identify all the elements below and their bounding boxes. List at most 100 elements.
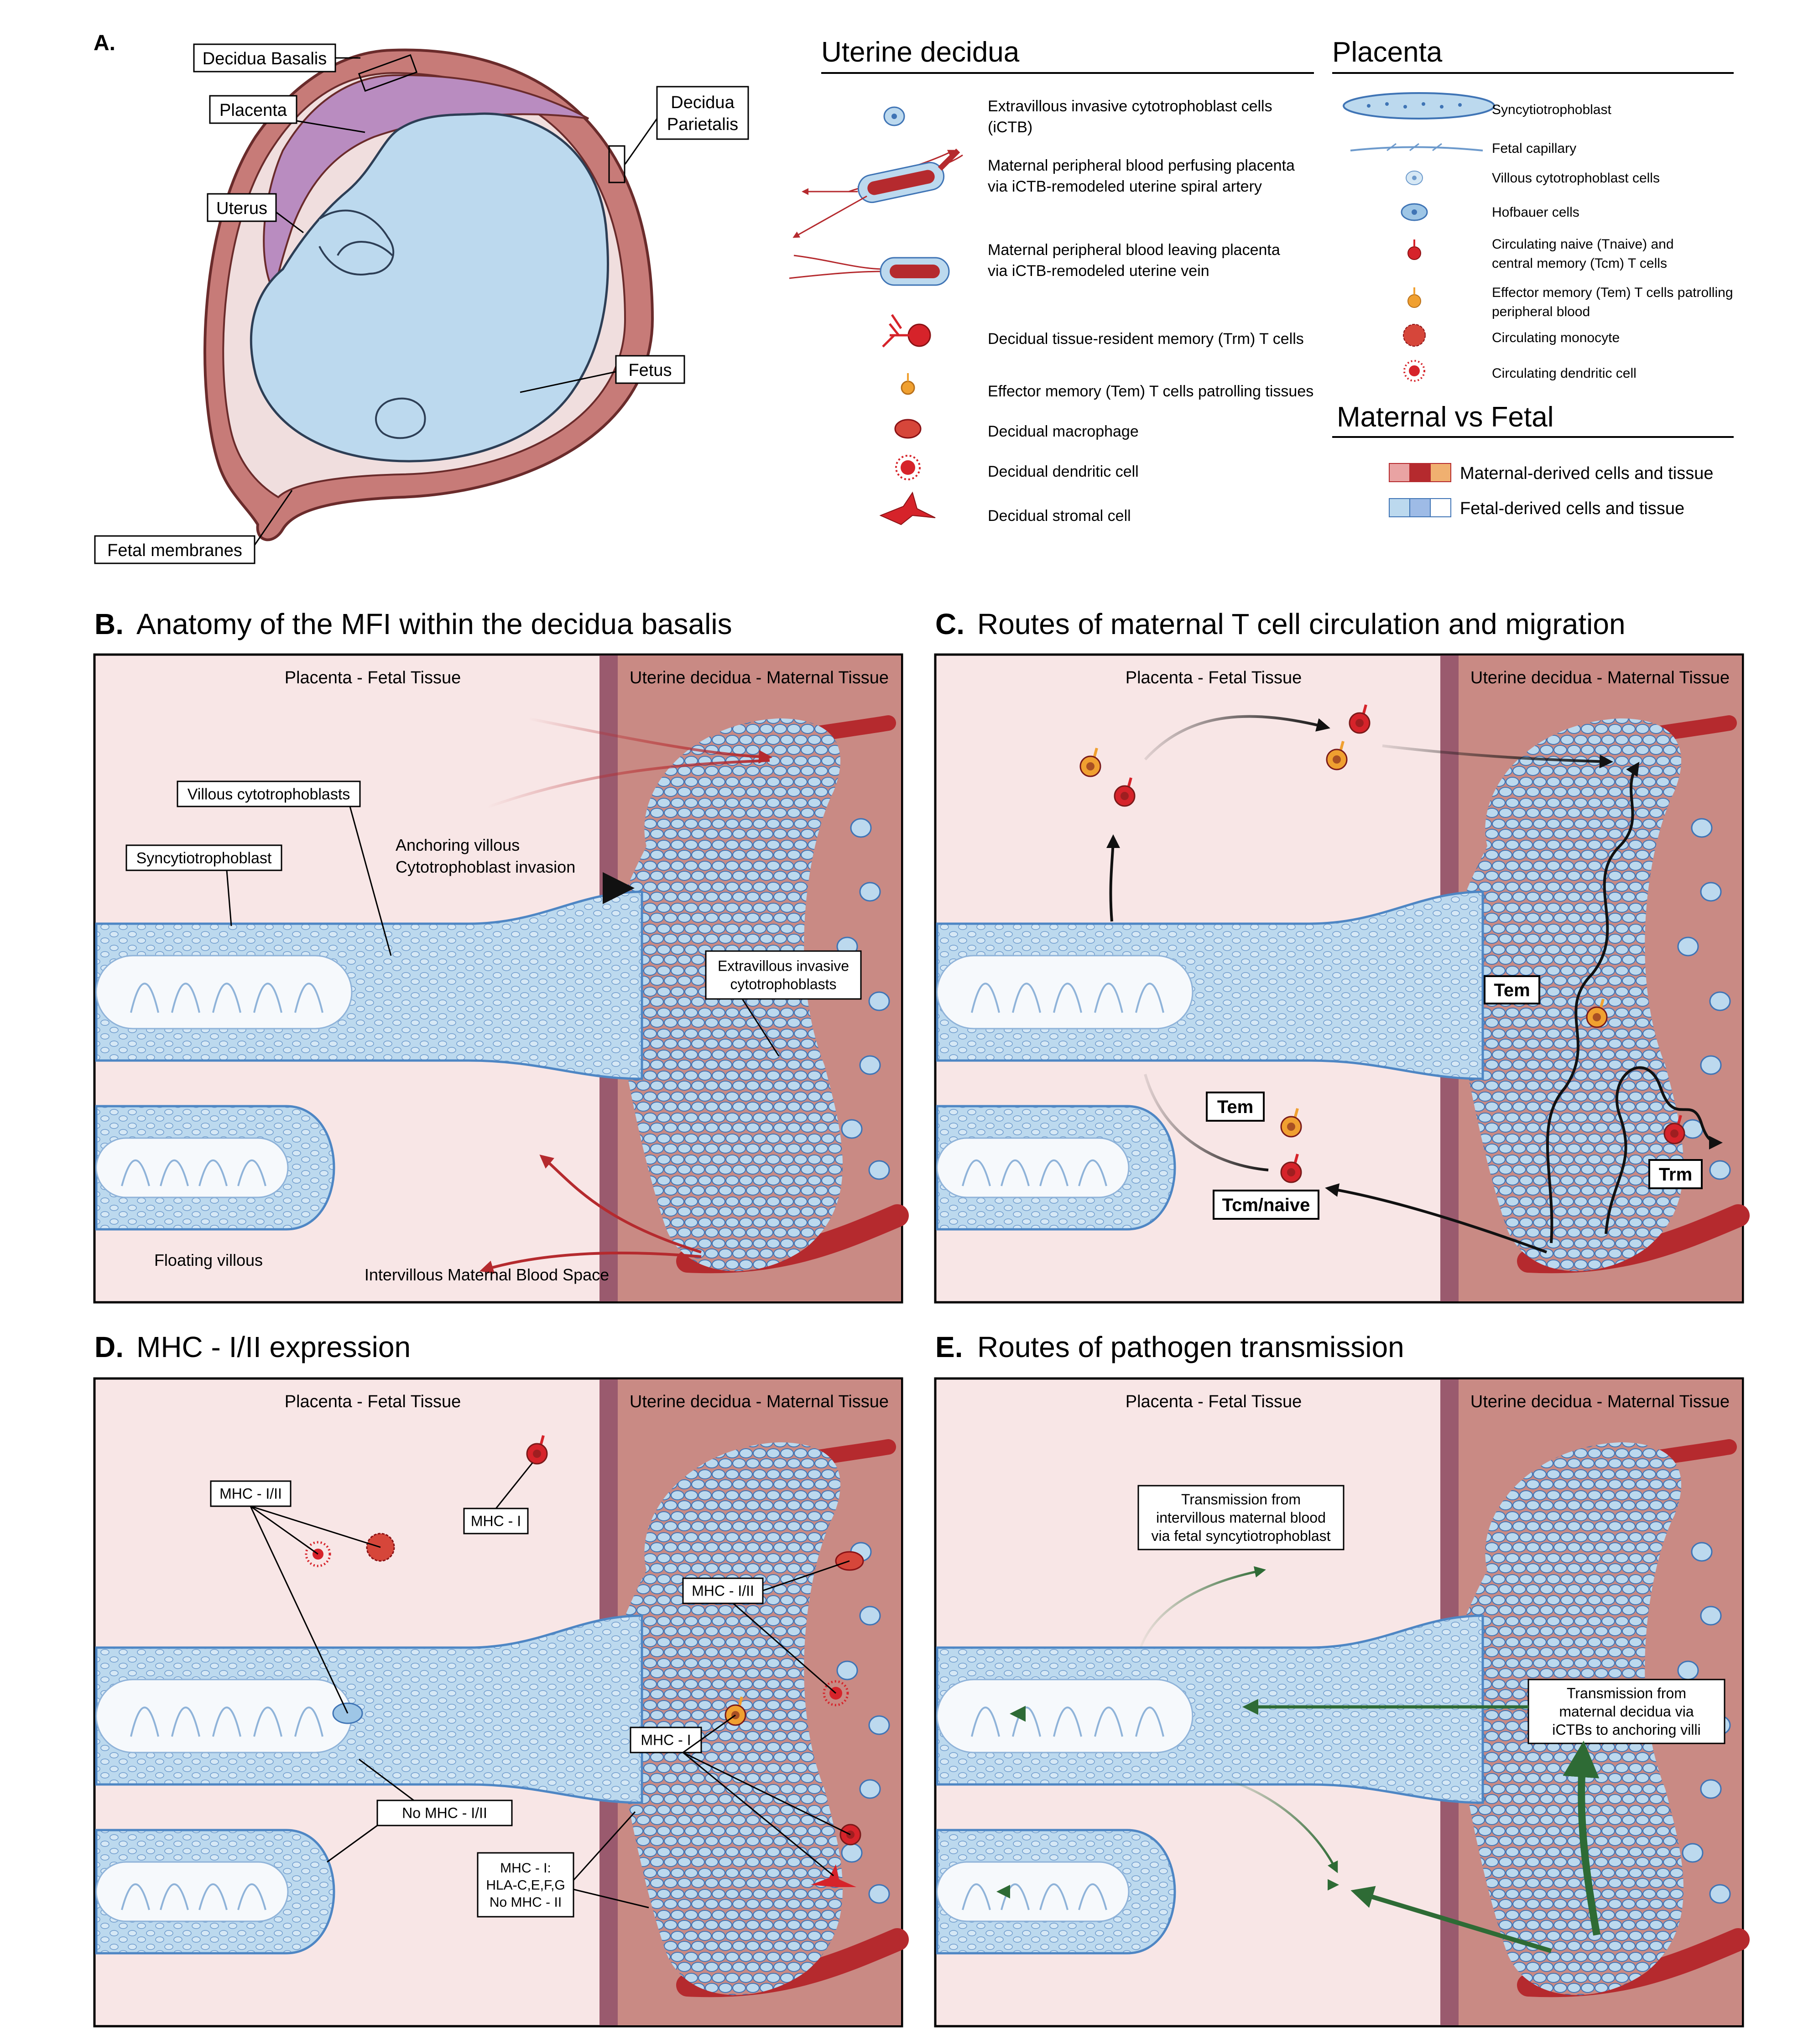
- legend-mvf-title: Maternal vs Fetal: [1337, 401, 1554, 433]
- villous-ctb-icon: [1406, 171, 1423, 185]
- tnaive-cell-d-nucleus: [533, 1450, 541, 1458]
- leader-mhc12-b2: [733, 1602, 836, 1694]
- fetal-tissue-header: Placenta - Fetal Tissue: [285, 1392, 461, 1411]
- legend-uterine-item-text: via iCTB-remodeled uterine vein: [988, 262, 1209, 280]
- label-tcm: Tcm/naive: [1213, 1190, 1319, 1220]
- legend-maternal-text: Maternal-derived cells and tissue: [1460, 464, 1714, 483]
- legend-placenta-item-text: central memory (Tcm) T cells: [1492, 256, 1667, 271]
- trm-cell-c-nucleus: [1670, 1129, 1678, 1138]
- legend-placenta-item-text: Fetal capillary: [1492, 141, 1576, 156]
- panel-c: C.Routes of maternal T cell circulation …: [934, 608, 1750, 1304]
- legend-uterine-item-text: Extravillous invasive cytotrophoblast ce…: [988, 98, 1272, 115]
- svg-text:Fetus: Fetus: [628, 361, 672, 380]
- ictb-cell: [859, 882, 881, 902]
- label-floating-villous: Floating villous: [154, 1251, 263, 1269]
- ictb-cell: [1709, 991, 1731, 1011]
- label-villous-ctb-text: Villous cytotrophoblasts: [188, 785, 350, 803]
- fetal-tissue-header: Placenta - Fetal Tissue: [1126, 1392, 1302, 1411]
- svg-text:Parietalis: Parietalis: [667, 115, 738, 134]
- label-mhc1-a-text: MHC - I: [471, 1513, 521, 1529]
- tem-cell-c4: [1280, 1108, 1302, 1138]
- floating-capillary-loop: [1001, 1159, 1030, 1186]
- tem-cell-c1: [1079, 748, 1101, 777]
- label-fetus: Fetus: [520, 355, 685, 393]
- label-mhc1-b-text: MHC - I: [641, 1732, 691, 1748]
- blood-outflow-arrow: [539, 1155, 702, 1253]
- ictb-cell: [1677, 1660, 1699, 1680]
- syncytiotrophoblast-icon: [1343, 92, 1495, 120]
- panel-a: A. Decidua Basalis Placenta Decidua Pari…: [94, 31, 749, 564]
- label-uterus: Uterus: [207, 193, 304, 234]
- migration-arrow-artery: [1382, 744, 1613, 769]
- floating-capillary-loop: [237, 1159, 266, 1186]
- spiral-artery-icon: [792, 148, 963, 238]
- legend-placenta-item-text: Circulating dendritic cell: [1492, 366, 1637, 381]
- fetal-capillary-loop: [1053, 983, 1082, 1013]
- legend-uterine-item-text: Maternal peripheral blood perfusing plac…: [988, 157, 1295, 174]
- fetal-capillary-loop: [130, 983, 159, 1013]
- migration-arrow-villus: [1144, 1074, 1269, 1171]
- fetal-capillary-loop: [294, 1706, 323, 1737]
- label-decidua-basalis: Decidua Basalis: [193, 43, 418, 92]
- leader-syncytiotrophoblast: [226, 870, 232, 926]
- legend-placenta-item-text: Villous cytotrophoblast cells: [1492, 171, 1660, 186]
- ictb-cell: [850, 818, 872, 838]
- label-transmission-2-box: [1527, 1679, 1725, 1744]
- ictb-cell: [868, 1884, 890, 1904]
- legend-text-group: Extravillous invasive cytotrophoblast ce…: [988, 98, 1733, 525]
- ictb-cell: [841, 1843, 863, 1863]
- legend-uterine-item-text: Maternal peripheral blood leaving placen…: [988, 241, 1280, 259]
- fetal-capillary-loop: [1012, 1706, 1041, 1737]
- label-no-mhc: No MHC - I/II: [376, 1800, 513, 1826]
- floating-capillary-loop: [160, 1883, 189, 1910]
- panel-b: B.Anatomy of the MFI within the decidua …: [93, 608, 909, 1304]
- floating-capillary-loop: [962, 1883, 991, 1910]
- hofbauer-cell-icon: [1401, 203, 1428, 221]
- label-transmission-2-text: Transmission from: [1567, 1685, 1686, 1701]
- leader-no-mhc-1: [359, 1758, 414, 1801]
- tnaive-cell-icon: [1407, 239, 1421, 260]
- uterine-vein-icon: [789, 255, 950, 286]
- legend-uterine-item-text: via iCTB-remodeled uterine spiral artery: [988, 178, 1262, 195]
- label-no-mhc-box: [376, 1800, 513, 1826]
- ictb-cell: [1682, 1119, 1704, 1139]
- panel-a-letter: A.: [94, 31, 115, 55]
- floating-capillary-loop: [962, 1159, 991, 1186]
- floating-capillary-loop: [1078, 1883, 1107, 1910]
- fetal-capillary-loop: [171, 983, 200, 1013]
- label-tem-b-box: [1206, 1092, 1265, 1122]
- label-tem-b: Tem: [1206, 1092, 1265, 1122]
- label-mhc12-a-box: [210, 1480, 292, 1507]
- tnaive-cell-c2: [1349, 704, 1371, 734]
- dendritic-cell-d2-ring: [823, 1680, 849, 1706]
- floating-capillary-loop: [121, 1883, 150, 1910]
- maternal-tissue-header: Uterine decidua - Maternal Tissue: [1470, 1392, 1730, 1411]
- svg-text:Decidua: Decidua: [671, 93, 735, 112]
- tem-cell-c3-nucleus: [1593, 1013, 1601, 1021]
- legend-placenta-item-text: peripheral blood: [1492, 304, 1590, 319]
- label-tem-a-box: [1484, 975, 1540, 1004]
- anchoring-villus: [95, 1614, 643, 1804]
- ictb-cell: [868, 1715, 890, 1735]
- ictb-cell: [859, 1779, 881, 1799]
- ictb-cell: [1700, 882, 1722, 902]
- leader-villous-ctb: [349, 806, 392, 956]
- leader-mhc12-a: [250, 1505, 381, 1548]
- fetal-capillary-loop: [1094, 1706, 1123, 1737]
- legend-uterine-title: Uterine decidua: [821, 36, 1020, 68]
- fetal-capillary-loop: [212, 1706, 241, 1737]
- panel-c-title: Routes of maternal T cell circulation an…: [977, 608, 1626, 640]
- panel-e: E.Routes of pathogen transmissionPlacent…: [934, 1331, 1750, 2028]
- label-mhc1-a: MHC - I: [463, 1508, 529, 1534]
- ictb-cell: [836, 1660, 858, 1680]
- svg-text:Placenta: Placenta: [219, 101, 287, 120]
- fetal-capillary-loop: [130, 1706, 159, 1737]
- ictb-cell: [868, 1160, 890, 1180]
- stromal-cell-icon: [879, 491, 936, 525]
- leader-mhc1-b: [683, 1752, 851, 1836]
- floating-capillary-loop: [1078, 1159, 1107, 1186]
- migration-arrow-arc: [1144, 715, 1330, 761]
